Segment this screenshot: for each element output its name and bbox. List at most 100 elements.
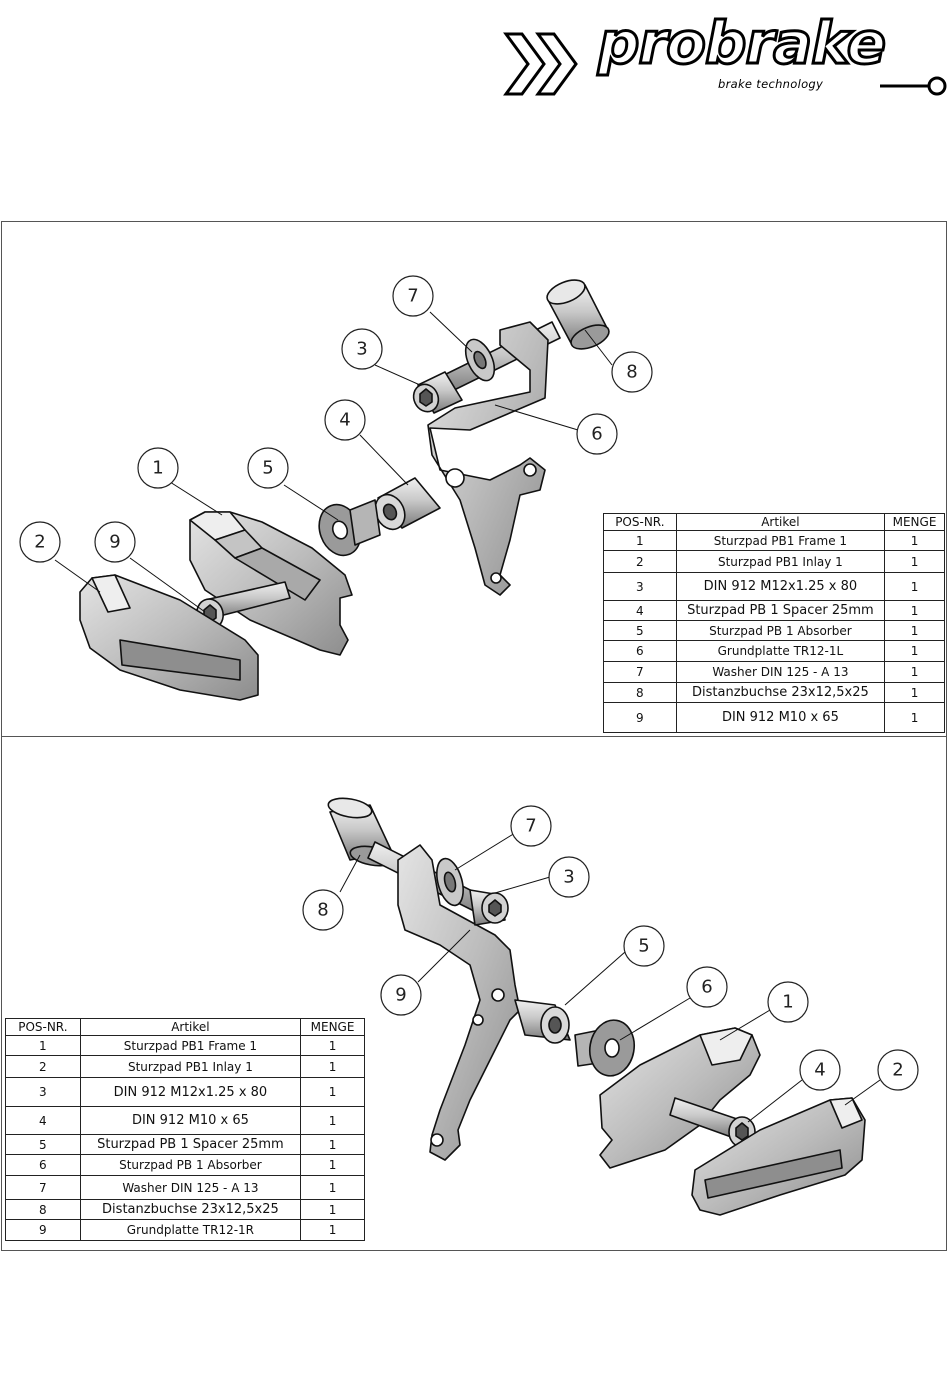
logo-tagline: brake technology	[718, 77, 824, 91]
cell-menge: 1	[884, 530, 945, 551]
balloon-bottom-9: 9	[380, 974, 422, 1016]
top-part-4-sleeve	[374, 477, 441, 531]
svg-text:3: 3	[356, 339, 367, 360]
svg-text:1: 1	[152, 458, 163, 479]
cell-pos: 6	[603, 640, 677, 662]
balloon-bottom-8: 8	[302, 889, 344, 931]
header-menge: MENGE	[884, 513, 945, 531]
cell-menge: 1	[884, 600, 945, 621]
bottom-balloons: 7 3 8 5 9 6 1 4 2	[302, 805, 919, 1091]
cell-artikel: Washer DIN 125 - A 13	[79, 1175, 302, 1200]
svg-text:5: 5	[638, 936, 649, 957]
svg-text:1: 1	[782, 992, 793, 1013]
balloon-bottom-2: 2	[877, 1049, 919, 1091]
top-part-6-base-plate	[427, 321, 549, 596]
balloon-bottom-7: 7	[510, 805, 552, 847]
cell-artikel: DIN 912 M10 x 65	[675, 702, 886, 733]
cell-menge: 1	[300, 1077, 365, 1107]
cell-menge: 1	[884, 661, 945, 683]
balloon-top-5: 5	[247, 447, 289, 489]
svg-text:8: 8	[317, 900, 328, 921]
logo-chevrons-icon	[503, 32, 947, 96]
balloon-top-4: 4	[324, 399, 366, 441]
cell-pos: 5	[603, 620, 677, 641]
cell-menge: 1	[884, 640, 945, 662]
balloon-top-9: 9	[94, 521, 136, 563]
table-header-row: POS-NR. Artikel MENGE	[603, 513, 945, 531]
bottom-part-3-bolt	[469, 889, 509, 926]
balloon-bottom-1: 1	[767, 981, 809, 1023]
balloon-top-7: 7	[392, 275, 434, 317]
table-header-row: POS-NR. Artikel MENGE	[5, 1018, 365, 1036]
top-part-3-bolt	[412, 371, 463, 414]
cell-artikel: Sturzpad PB1 Frame 1	[675, 530, 886, 551]
balloon-bottom-6: 6	[686, 966, 728, 1008]
cell-menge: 1	[300, 1035, 365, 1056]
svg-text:6: 6	[701, 977, 712, 998]
bottom-part-7-washer	[436, 857, 464, 907]
cell-menge: 1	[884, 682, 945, 703]
top-part-7-washer	[464, 338, 496, 382]
top-balloons: 7 3 8 4 6 1 5 2 9	[19, 275, 653, 563]
svg-text:7: 7	[525, 816, 536, 837]
bottom-drawing-frame	[1, 736, 947, 1251]
svg-text:9: 9	[395, 985, 406, 1006]
balloon-top-8: 8	[611, 351, 653, 393]
bottom-part-1-frame	[599, 1027, 761, 1169]
cell-pos: 2	[603, 550, 677, 573]
svg-text:5: 5	[262, 458, 273, 479]
cell-pos: 9	[5, 1219, 81, 1241]
cell-menge: 1	[300, 1055, 365, 1078]
bottom-part-5-sleeve	[514, 999, 571, 1044]
bottom-part-9-base-plate	[397, 844, 521, 1161]
top-assembly	[54, 279, 613, 701]
cell-pos: 2	[5, 1055, 81, 1078]
cell-menge: 1	[884, 702, 945, 733]
cell-pos: 8	[5, 1199, 81, 1220]
header-pos-nr: POS-NR.	[5, 1018, 81, 1036]
cell-artikel: Distanzbuchse 23x12,5x25	[79, 1199, 302, 1220]
top-part-5-absorber	[318, 499, 381, 557]
cell-artikel: Sturzpad PB 1 Spacer 25mm	[675, 600, 886, 621]
svg-text:6: 6	[591, 424, 602, 445]
cell-artikel: Grundplatte TR12-1L	[675, 640, 886, 662]
cell-pos: 8	[603, 682, 677, 703]
bottom-assembly	[327, 797, 881, 1216]
balloon-top-6: 6	[576, 413, 618, 455]
top-part-2-inlay	[79, 574, 259, 701]
balloon-bottom-3: 3	[548, 856, 590, 898]
cell-artikel: Distanzbuchse 23x12,5x25	[675, 682, 886, 703]
svg-text:4: 4	[339, 410, 350, 431]
balloon-top-1: 1	[137, 447, 179, 489]
balloon-top-3: 3	[341, 328, 383, 370]
cell-pos: 3	[603, 572, 677, 601]
balloon-bottom-5: 5	[623, 925, 665, 967]
cell-pos: 3	[5, 1077, 81, 1107]
header-pos-nr: POS-NR.	[603, 513, 677, 531]
header-artikel: Artikel	[79, 1018, 302, 1036]
cell-pos: 1	[603, 530, 677, 551]
cell-pos: 6	[5, 1154, 81, 1176]
svg-text:7: 7	[407, 286, 418, 307]
cell-artikel: Sturzpad PB1 Inlay 1	[675, 550, 886, 573]
cell-pos: 9	[603, 702, 677, 733]
bottom-part-2-inlay	[691, 1097, 866, 1216]
top-part-8-spacer	[546, 279, 610, 350]
